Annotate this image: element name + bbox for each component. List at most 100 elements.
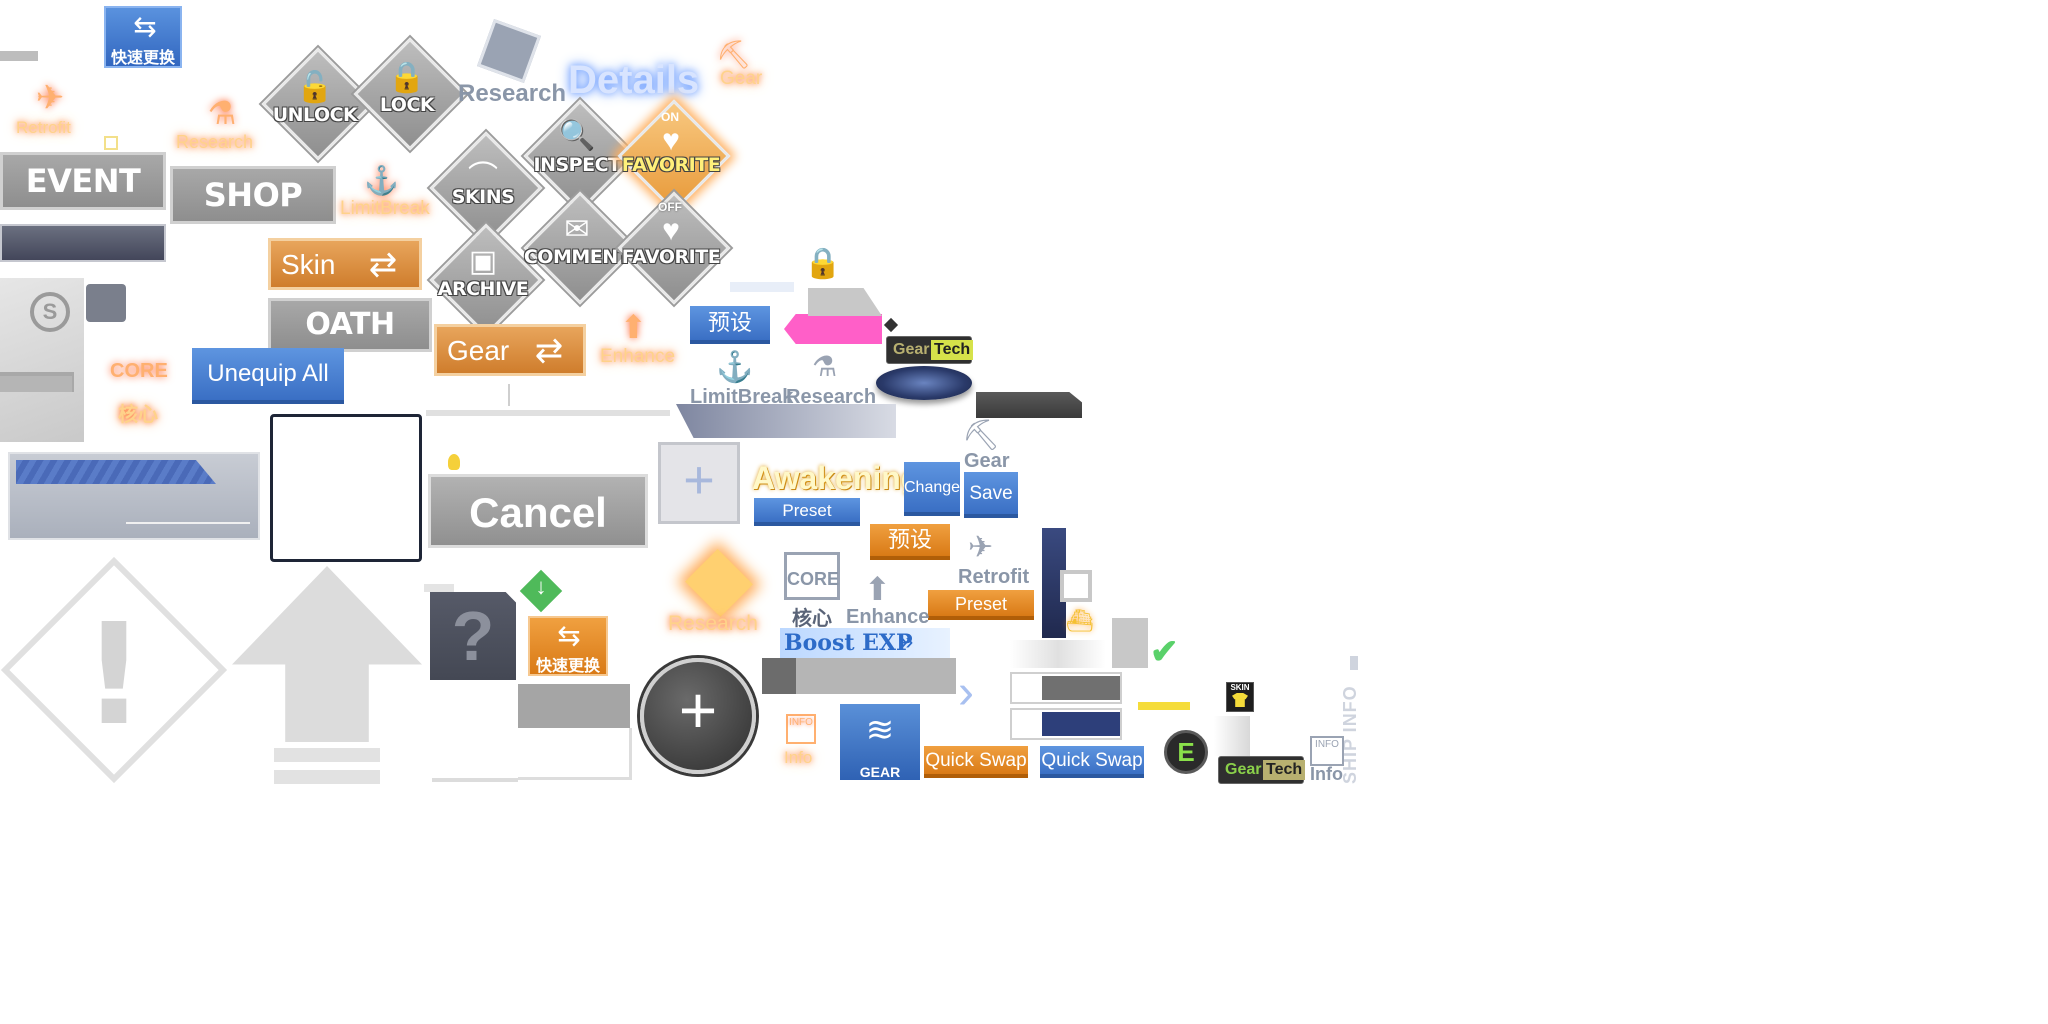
research-grey-small-icon: ⚗: [812, 351, 838, 382]
favorite-off-tag: OFF: [658, 200, 682, 214]
grey-panel-bottom: [518, 684, 630, 728]
research-grey-label: Research: [458, 80, 567, 107]
repeat-icon-2: ⇄: [534, 332, 564, 370]
gear-tech-tag-1: Gear Tech: [886, 336, 974, 364]
small-dark-tag: [86, 284, 126, 322]
gear-grey-icon: ⛏: [962, 419, 1001, 452]
ship-info-dash: [1350, 656, 1358, 670]
green-check-icon: ✔: [1150, 633, 1179, 671]
skin-plate-button[interactable]: Skin ⇄: [268, 238, 422, 290]
quick-swap-cn-label: 快速更换: [110, 50, 175, 67]
small-grey-strip: [0, 376, 72, 392]
oath-banner[interactable]: OATH: [268, 298, 432, 352]
faint-bar: [730, 282, 794, 292]
inspect-label: INSPECT: [533, 154, 621, 176]
change-button[interactable]: Change: [904, 462, 960, 516]
enhance-glow-label: Enhance: [600, 346, 676, 367]
quick-swap-blue-button[interactable]: Quick Swap: [1040, 746, 1144, 778]
skin-tag-label: SKIN: [1230, 683, 1250, 692]
round-plus-icon: +: [678, 673, 718, 747]
boost-exp-label: Boost EXP: [784, 630, 913, 656]
lock-padlock-icon: 🔒: [388, 61, 426, 94]
grey-gradient-bar: [676, 404, 896, 438]
gear-glow-label: Gear: [720, 68, 763, 89]
blue-pedestal: [876, 366, 972, 400]
cancel-button[interactable]: Cancel: [428, 474, 648, 548]
hanger-icon: ⌒: [468, 161, 498, 194]
grey-small-block: [1214, 716, 1250, 756]
awakening-title: Awakening: [752, 460, 921, 496]
quick-swap-cn-blue-button[interactable]: ⇆ 快速更换: [104, 6, 182, 68]
gear-glow-icon: ⛏: [716, 39, 752, 70]
double-chevron-icon: »: [900, 628, 914, 655]
favorite-off-label: FAVORITE: [621, 246, 721, 268]
skin-tag: SKIN: [1226, 682, 1254, 712]
arrow-base-bar-1: [274, 748, 380, 762]
plus-icon: +: [683, 450, 715, 510]
toggle-grey[interactable]: [1010, 672, 1122, 704]
enhance-grey-icon: ⬆: [864, 571, 891, 607]
archive-label: ARCHIVE: [437, 278, 529, 300]
padlock-grey-icon: 🔒: [804, 247, 842, 280]
unlock-padlock-icon: 🔓: [296, 71, 334, 104]
blue-stripe-bar: [16, 460, 216, 484]
gear-plate-button[interactable]: Gear ⇄: [434, 324, 586, 376]
archive-book-icon: ▣: [468, 245, 498, 278]
exclamation-icon: !: [82, 594, 146, 757]
info-glow-label: Info: [784, 748, 813, 767]
limitbreak-glow-label: LimitBreak: [340, 198, 430, 219]
down-arrow-glyph: ↓: [535, 574, 547, 599]
boost-exp-banner: Boost EXP »: [780, 628, 950, 660]
big-up-arrow-icon: [232, 566, 422, 742]
unknown-card: ?: [430, 592, 516, 680]
details-title: Details: [568, 58, 700, 102]
preset-cn-orange-button[interactable]: 预设: [870, 524, 950, 560]
research-grey-icon: [476, 18, 542, 84]
toggle-navy[interactable]: [1010, 708, 1122, 740]
comment-bubble-icon: ✉: [564, 213, 590, 246]
yellow-dot: [448, 454, 460, 470]
quick-swap-orange-button[interactable]: Quick Swap: [924, 746, 1028, 778]
event-banner[interactable]: EVENT: [0, 152, 166, 210]
white-underline: [126, 522, 250, 524]
skin-label: Skin: [281, 249, 336, 280]
grey-fade-bar: [1010, 640, 1106, 668]
gear-sets-button[interactable]: ≋ GEAR SETS: [840, 704, 920, 796]
info-grey-label: Info: [1310, 764, 1343, 784]
preset-blue-button[interactable]: Preset: [754, 498, 860, 526]
pink-arrow-bar: [784, 314, 882, 344]
thin-divider: [508, 384, 510, 406]
e-rank-badge: E: [1164, 730, 1208, 774]
info-glow-icon: INFO: [786, 714, 816, 744]
grey-long-bar: [762, 658, 956, 694]
add-slot-square[interactable]: +: [658, 442, 740, 524]
empty-card-frame[interactable]: [270, 414, 422, 562]
save-button[interactable]: Save: [964, 472, 1018, 518]
research-glow-label: Research: [176, 132, 254, 152]
magnifier-icon: 🔍: [558, 119, 596, 152]
unequip-all-button[interactable]: Unequip All: [192, 348, 344, 404]
gear-tech-tech-text-2: Tech: [1263, 760, 1306, 780]
submarine-icon: ⛴: [1066, 608, 1094, 633]
favorite-on-label: FAVORITE: [621, 154, 721, 176]
heart-person-icon: ♥: [662, 124, 680, 157]
white-hex-frame: [1060, 570, 1092, 602]
small-grey-bar: [0, 51, 38, 61]
limitbreak-grey-icon: ⚓: [716, 351, 754, 384]
dark-wide-bar: [0, 224, 166, 262]
research-grey-small-label: Research: [786, 386, 877, 408]
preset-orange-button[interactable]: Preset: [928, 590, 1034, 620]
blue-chevron-icon: ›: [958, 666, 974, 719]
gear-sets-label: GEAR SETS: [859, 764, 901, 796]
preset-cn-blue-button[interactable]: 预设: [690, 306, 770, 344]
shop-banner[interactable]: SHOP: [170, 166, 336, 224]
round-add-button[interactable]: +: [640, 658, 756, 774]
grey-block-right: [1112, 618, 1148, 668]
grey-tab-shape: [808, 288, 882, 316]
quick-swap-cn-orange-button[interactable]: ⇆ 快速更换: [528, 616, 608, 676]
small-dot: [883, 317, 899, 333]
comment-label: COMMENT: [523, 246, 631, 268]
repeat-icon: ⇄: [368, 246, 398, 284]
small-square-outline: [104, 136, 118, 150]
question-icon: ?: [451, 597, 495, 675]
